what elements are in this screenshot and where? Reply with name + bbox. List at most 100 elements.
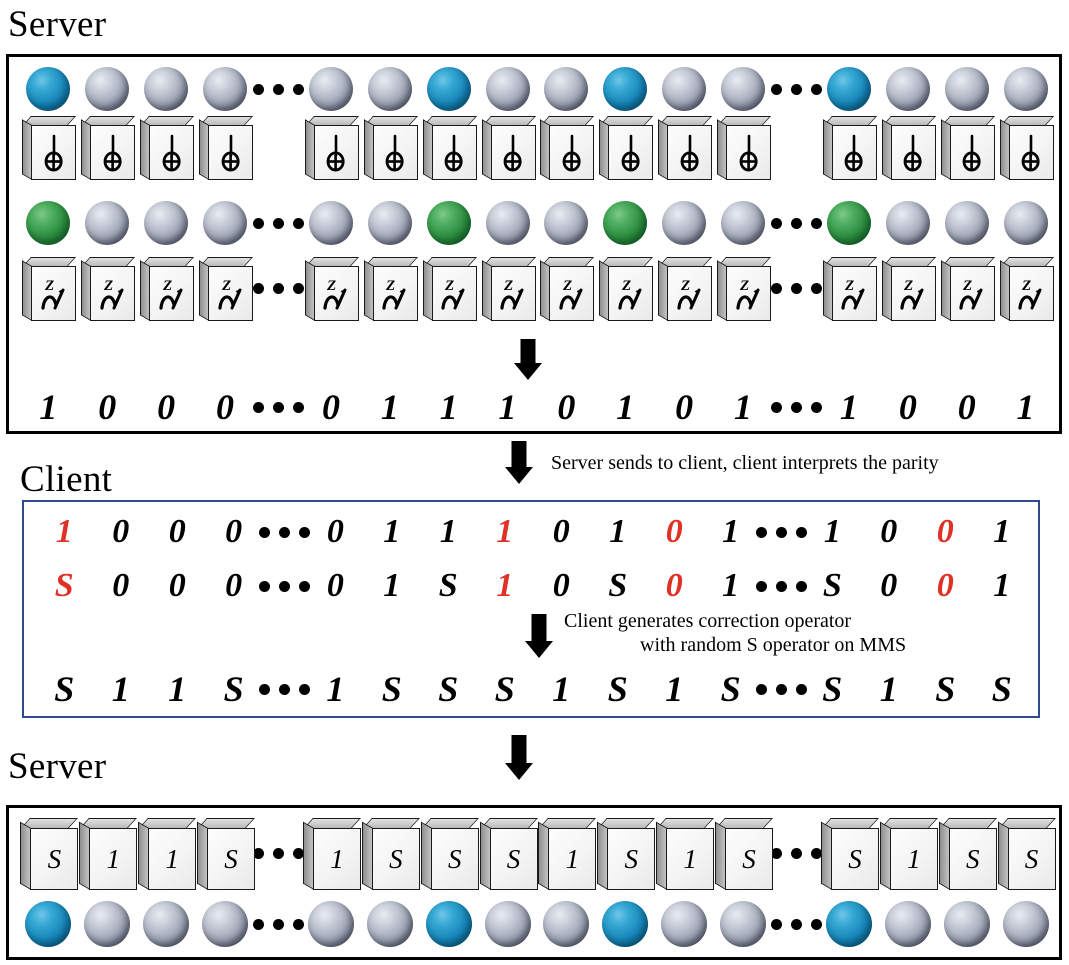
row-slot (756, 662, 807, 716)
row-slot (820, 115, 879, 180)
gate-card-1: 1 (138, 818, 197, 890)
ellipsis-icon (756, 580, 807, 592)
bit-glyph: 1 (823, 513, 841, 550)
gate-card: Z (822, 257, 877, 321)
row-slot (820, 61, 879, 117)
qubit-sphere-grey (885, 201, 930, 245)
ellipsis-icon (770, 918, 822, 930)
row-slot (537, 61, 596, 117)
qubit-sphere-blue (825, 901, 872, 947)
row-slot: Z (196, 255, 255, 321)
row-slot: 1 (804, 506, 860, 558)
qubit-sphere-grey (885, 67, 930, 111)
row-slot: S (360, 814, 420, 892)
cnot-gate-icon (562, 134, 581, 172)
row-slot (770, 255, 822, 321)
row-slot: 0 (92, 506, 148, 558)
row-slot (756, 506, 807, 558)
row-slot: 0 (533, 506, 589, 558)
row-slot: 0 (878, 381, 937, 433)
row-slot (596, 115, 655, 180)
qubit-sphere-grey (85, 67, 130, 111)
gate-card-label: 1 (683, 843, 697, 874)
row-slot (878, 115, 937, 180)
row-slot (252, 381, 304, 433)
bit-glyph: 1 (111, 669, 130, 709)
row-slot: 1 (92, 662, 148, 716)
gate-card-s: S (715, 818, 773, 890)
svg-text:Z: Z (444, 278, 454, 294)
z-measurement-icon: Z (735, 278, 759, 310)
bit-glyph: 0 (98, 387, 117, 427)
row-slot (78, 115, 137, 180)
bit-glyph: 0 (898, 387, 917, 427)
row-slot (770, 814, 822, 892)
z-measurement-icon: Z (100, 278, 124, 310)
z-measurement-icon: Z (441, 278, 465, 310)
z-measurement-icon: Z (1018, 278, 1042, 310)
gate-card (540, 116, 595, 180)
gate-card-1: 1 (879, 818, 938, 890)
row-slot: 0 (205, 506, 261, 558)
z-measurement-icon: Z (500, 278, 524, 310)
qubit-sphere-grey (203, 201, 247, 245)
qubit-sphere-grey (85, 201, 130, 245)
bit-glyph: 0 (216, 387, 234, 427)
bit-glyph: 1 (734, 387, 752, 427)
gate-card: Z (940, 257, 995, 321)
row-slot (19, 61, 78, 117)
z-measurement-icon: Z (159, 278, 183, 310)
row-slot: 0 (205, 560, 261, 612)
bit-glyph: S (54, 669, 75, 709)
row-slot: S (36, 662, 92, 716)
row-slot: 0 (149, 506, 205, 558)
qubit-sphere-grey (944, 201, 989, 245)
row-slot: 1 (820, 381, 879, 433)
row-slot (137, 115, 196, 180)
bit-glyph-highlight: 0 (936, 513, 954, 550)
bit-glyph: 0 (326, 567, 344, 604)
gate-card-label: S (848, 843, 862, 874)
bit-glyph: 0 (326, 513, 344, 550)
cnot-gate-icon (621, 134, 640, 172)
row-slot: S (205, 662, 261, 716)
gate-card-s: S (20, 818, 79, 890)
row-slot (878, 61, 937, 117)
row-slot (820, 195, 879, 251)
bit-glyph-highlight: 0 (936, 567, 954, 604)
bit-glyph-highlight: 1 (55, 513, 73, 550)
row-slot: Z (996, 255, 1055, 321)
annotation-correction-line2: with random S operator on MMS (640, 634, 907, 656)
cnot-gate-icon (962, 134, 981, 172)
ellipsis-icon (252, 83, 304, 95)
row-slot: 1 (596, 381, 655, 433)
row-slot: Z (937, 255, 996, 321)
row-slot: 0 (78, 381, 137, 433)
qubit-sphere-grey (1003, 67, 1048, 111)
ellipsis-icon (252, 401, 304, 413)
qubit-sphere-blue (25, 901, 72, 947)
gate-card: Z (881, 257, 936, 321)
gate-card (140, 116, 195, 180)
row-slot (655, 195, 714, 251)
gate-card: Z (199, 257, 254, 321)
qubit-row-blue-top (9, 61, 1059, 117)
row-slot (196, 61, 255, 117)
svg-text:Z: Z (903, 278, 913, 294)
row-slot (996, 894, 1055, 954)
svg-text:Z: Z (326, 278, 336, 294)
bit-glyph: 0 (957, 387, 976, 427)
qubit-row-green (9, 195, 1059, 251)
row-slot (770, 195, 822, 251)
row-slot (196, 195, 255, 251)
gate-card: Z (717, 257, 772, 321)
row-slot: Z (596, 255, 655, 321)
ellipsis-icon (259, 526, 310, 538)
bit-glyph-highlight: 1 (496, 513, 514, 550)
row-slot: 1 (364, 506, 420, 558)
row-slot: Z (78, 255, 137, 321)
